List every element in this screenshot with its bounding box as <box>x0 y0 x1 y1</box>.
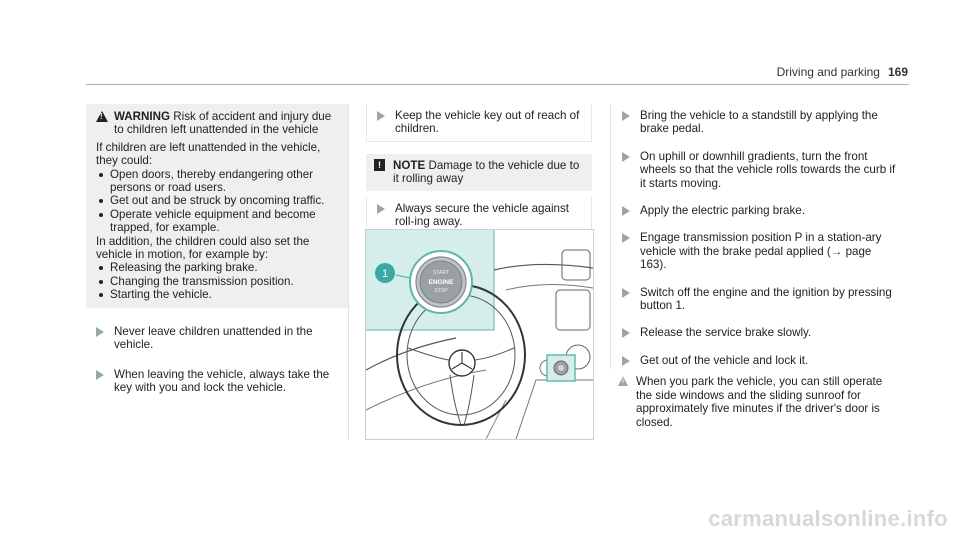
column-divider <box>610 104 611 369</box>
callout-number: 1 <box>382 268 388 280</box>
step-arrow-icon <box>622 355 630 366</box>
step-text: Switch off the engine and the ignition b… <box>640 285 892 313</box>
step-item: Get out of the vehicle and lock it. <box>612 349 908 372</box>
steps-column: Bring the vehicle to a standstill by app… <box>612 104 908 432</box>
note-box: ! NOTE Damage to the vehicle due to it r… <box>366 153 592 191</box>
step-arrow-icon <box>622 233 630 244</box>
warning-heading: WARNING Risk of accident and injury due … <box>114 110 340 137</box>
warning-para2: In addition, the children could also set… <box>96 234 310 262</box>
step-item: On uphill or downhill gradients, turn th… <box>612 145 908 195</box>
step-item: Release the service brake slowly. <box>612 321 908 344</box>
warning-bullets-2: Releasing the parking brake.Changing the… <box>96 261 340 301</box>
warning-header: WARNING Risk of accident and injury due … <box>96 110 340 137</box>
step-text: On uphill or downhill gradients, turn th… <box>640 149 896 190</box>
info-note: When you park the vehicle, you can still… <box>612 372 908 432</box>
header-rule <box>86 84 909 85</box>
step-item: Bring the vehicle to a standstill by app… <box>612 104 908 141</box>
action-step: Never leave children unattended in the v… <box>86 320 348 357</box>
warning-actions: Never leave children unattended in the v… <box>86 320 348 400</box>
note-content: NOTE Damage to the vehicle due to it rol… <box>393 159 584 186</box>
step-text: Release the service brake slowly. <box>640 326 812 340</box>
bullet-item: Releasing the parking brake. <box>96 261 340 274</box>
engine-label: ENGINE <box>429 279 455 286</box>
warning-box: WARNING Risk of accident and injury due … <box>86 104 348 308</box>
warning-intro: If children are left unattended in the v… <box>96 140 321 168</box>
bullet-item: Starting the vehicle. <box>96 288 340 301</box>
step-arrow-icon <box>622 111 630 121</box>
step-text: Engage transmission position P in a stat… <box>640 231 882 272</box>
site-watermark: carmanualsonline.info <box>708 505 948 531</box>
note-exclamation-icon: ! <box>374 158 385 171</box>
cockpit-drawing: START ENGINE STOP 1 <box>366 230 593 439</box>
warning-label: WARNING <box>114 110 171 123</box>
cockpit-illustration: START ENGINE STOP 1 <box>365 229 594 440</box>
step-arrow-icon <box>622 328 630 339</box>
note-label: NOTE <box>393 158 426 172</box>
step-arrow-icon <box>622 206 630 217</box>
step-arrow-icon <box>622 287 630 298</box>
start-label: START <box>433 270 449 276</box>
bullet-item: Operate vehicle equipment and become tra… <box>96 208 340 235</box>
middle-column: Keep the vehicle key out of reach of chi… <box>366 104 592 235</box>
step-arrow-icon <box>377 111 385 121</box>
warning-column: WARNING Risk of accident and injury due … <box>86 104 348 399</box>
step-text: Apply the electric parking brake. <box>640 204 805 218</box>
bullet-item: Get out and be struck by oncoming traffi… <box>96 194 340 207</box>
step-arrow-icon <box>96 369 104 380</box>
step-text: Get out of the vehicle and lock it. <box>640 353 809 367</box>
action-text: Keep the vehicle key out of reach of chi… <box>395 109 580 136</box>
bullet-item: Changing the transmission position. <box>96 275 340 288</box>
page-number: 169 <box>887 65 908 79</box>
step-item: Apply the electric parking brake. <box>612 199 908 222</box>
stop-label: STOP <box>434 288 448 294</box>
action-text: Always secure the vehicle against roll-i… <box>395 201 569 229</box>
column-divider <box>348 104 349 440</box>
action-step: When leaving the vehicle, always take th… <box>86 363 348 400</box>
running-header: Driving and parking 169 <box>776 65 908 79</box>
bullet-item: Open doors, thereby endangering other pe… <box>96 168 340 195</box>
section-title: Driving and parking <box>776 65 880 79</box>
warning-triangle-icon <box>96 111 108 122</box>
step-arrow-icon <box>622 151 630 162</box>
note-text: Damage to the vehicle due to it rolling … <box>393 158 580 186</box>
action-step: Keep the vehicle key out of reach of chi… <box>366 104 592 142</box>
info-text: When you park the vehicle, you can still… <box>636 375 883 429</box>
action-step: Always secure the vehicle against roll-i… <box>366 196 592 235</box>
warning-bullets-1: Open doors, thereby endangering other pe… <box>96 168 340 235</box>
step-text: Bring the vehicle to a standstill by app… <box>640 109 878 136</box>
step-item: Switch off the engine and the ignition b… <box>612 281 908 318</box>
step-arrow-icon <box>377 203 385 214</box>
step-item: Engage transmission position P in a stat… <box>612 226 908 276</box>
warning-title: Risk of accident and injury due to child… <box>114 110 332 137</box>
action-text: Never leave children unattended in the v… <box>114 324 313 352</box>
callout-marker <box>375 263 395 283</box>
info-icon <box>618 376 628 387</box>
action-text: When leaving the vehicle, always take th… <box>114 367 330 394</box>
step-arrow-icon <box>96 326 104 337</box>
